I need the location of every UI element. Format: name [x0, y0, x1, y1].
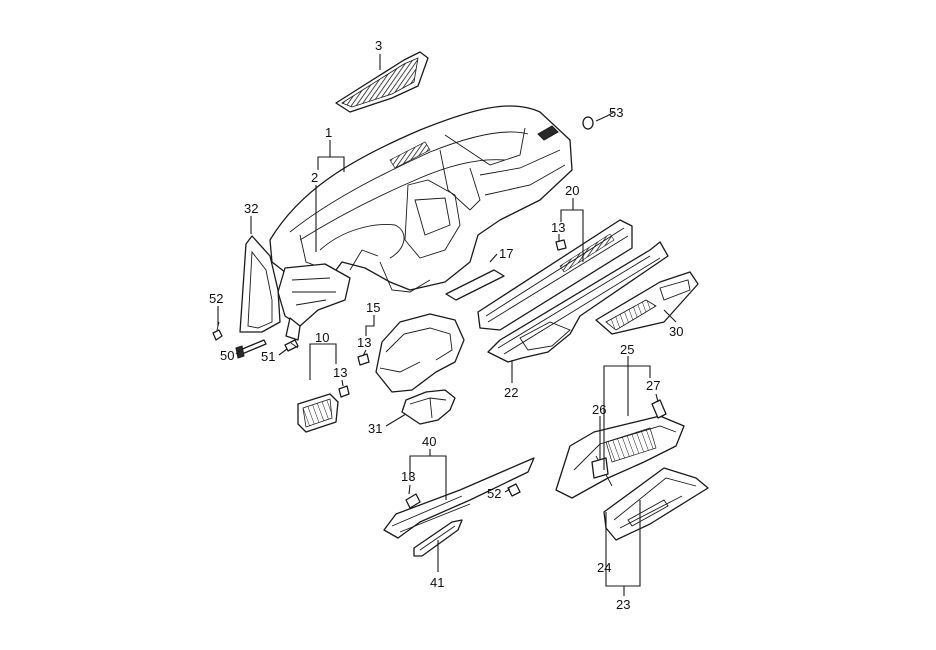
callout-32: 32 [244, 201, 258, 216]
label-strip-part [445, 269, 505, 301]
glovebox-latch-part [651, 399, 667, 419]
right-clip-part [507, 483, 521, 497]
left-air-vent-part [297, 393, 339, 433]
cluster-hood-part [375, 313, 465, 393]
panel-clip-part [555, 239, 567, 251]
glovebox-door-part [603, 467, 709, 541]
callout-labels: 3 1 2 32 52 50 51 10 13 15 13 31 17 20 1… [209, 38, 683, 612]
callout-30: 30 [669, 324, 683, 339]
callout-50: 50 [220, 348, 234, 363]
center-panel-upper-part [477, 219, 633, 331]
callout-2: 2 [311, 170, 318, 185]
callout-40: 40 [422, 434, 436, 449]
lower-strip-part [413, 519, 463, 557]
callout-13-vent: 13 [333, 365, 347, 380]
callout-22: 22 [504, 385, 518, 400]
glovebox-housing-part [555, 415, 685, 499]
callout-52-right: 52 [487, 486, 501, 501]
callout-13-lower: 13 [401, 469, 415, 484]
column-cover-part [401, 389, 456, 425]
callout-13-hood: 13 [357, 335, 371, 350]
callout-15: 15 [366, 300, 380, 315]
vent-clip-part [338, 385, 350, 398]
leader-lines [217, 54, 677, 596]
callout-20: 20 [565, 183, 579, 198]
instrument-panel-part [269, 105, 573, 293]
callout-53: 53 [609, 105, 623, 120]
callout-51: 51 [261, 349, 275, 364]
right-vent-panel-part [595, 271, 699, 335]
callout-31: 31 [368, 421, 382, 436]
defroster-grille-part [335, 51, 429, 113]
callout-26: 26 [592, 402, 606, 417]
callout-23: 23 [616, 597, 630, 612]
callout-41: 41 [430, 575, 444, 590]
callout-17: 17 [499, 246, 513, 261]
left-clip-part [212, 321, 223, 341]
callout-25: 25 [620, 342, 634, 357]
lower-trim-panel-part [487, 241, 669, 363]
bolt-part [235, 339, 267, 359]
side-seal-part [239, 235, 281, 333]
callout-24: 24 [597, 560, 611, 575]
callout-3: 3 [375, 38, 382, 53]
callout-1: 1 [325, 125, 332, 140]
callout-52-left: 52 [209, 291, 223, 306]
left-lower-bracket [277, 263, 351, 341]
lower-panel-part [383, 457, 535, 539]
callout-13-panel: 13 [551, 220, 565, 235]
callout-10: 10 [315, 330, 329, 345]
grommet-part [582, 116, 594, 130]
callout-27: 27 [646, 378, 660, 393]
